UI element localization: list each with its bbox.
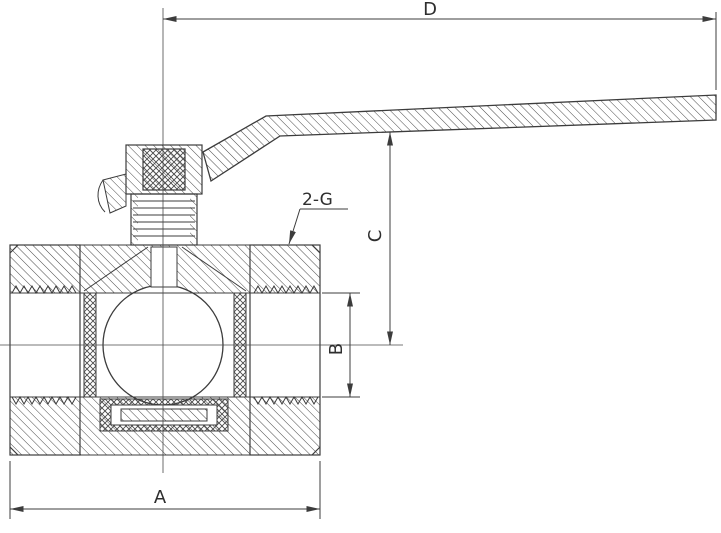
dim-label-b: B [326,343,347,355]
dim-label-c: C [365,230,386,243]
thread-callout-leader [288,208,348,245]
dimension-a [9,461,321,519]
stem-assembly [97,144,203,288]
labels: D C B A 2-G [154,0,437,508]
lever-handle [202,94,717,183]
bottom-insert [99,398,229,432]
dimensions [9,12,717,519]
stop-hook [97,179,106,213]
gland-nut [130,193,198,246]
handle-stop-tab [102,173,127,214]
left-port [9,244,81,456]
gland-threads [133,200,195,237]
callout-leader-line [288,208,301,245]
dim-label-a: A [154,487,167,508]
dim-label-d: D [423,0,437,20]
dimension-d [163,12,717,90]
thread-note-label: 2-G [302,190,333,210]
stem-shaft [150,246,178,288]
centerlines [0,8,403,473]
dimension-b [322,292,360,398]
right-port [249,244,321,456]
stem-square-section [142,148,186,191]
